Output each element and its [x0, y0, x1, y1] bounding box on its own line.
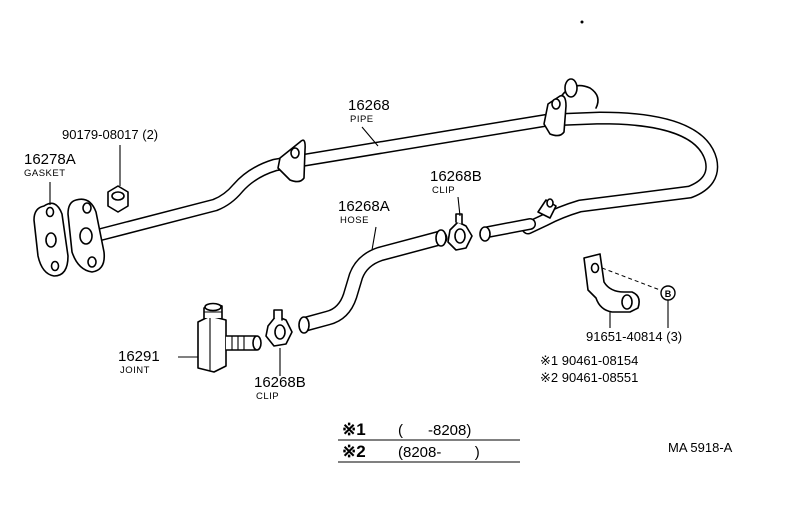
pipe-caption: PIPE [350, 114, 374, 125]
gasket-caption: GASKET [24, 168, 66, 179]
clip-upper-number: 16268B [430, 168, 482, 185]
gasket-number: 16278A [24, 151, 76, 168]
legend-row2-range: (8208- ) [398, 444, 480, 461]
bolt-2-number: ※2 90461-08551 [540, 370, 638, 385]
clip-lower-caption: CLIP [256, 391, 279, 402]
legend-row2-mark: ※2 [342, 442, 366, 461]
figure-id: MA 5918-A [668, 440, 733, 455]
clip-lower-number: 16268B [254, 374, 306, 391]
clamp-drawing [583, 253, 676, 313]
hose-drawing [298, 229, 448, 334]
leader-lines [49, 126, 669, 376]
pipe-number: 16268 [348, 97, 390, 114]
legend-row1-mark: ※1 [342, 420, 366, 439]
pipe-drawing [67, 78, 719, 273]
bolt-1-number: ※1 90461-08154 [540, 353, 638, 368]
joint-drawing [197, 302, 262, 373]
clip-upper-drawing [447, 213, 473, 251]
clip-upper-caption: CLIP [432, 185, 455, 196]
bolt-marker-letter: B [665, 289, 672, 299]
nut-drawing [107, 185, 129, 213]
gasket-drawing [33, 202, 69, 277]
joint-caption: JOINT [120, 365, 150, 376]
joint-number: 16291 [118, 348, 160, 365]
hose-caption: HOSE [340, 215, 369, 226]
clamp-number: 91651-40814 (3) [586, 329, 682, 344]
nut-number: 90179-08017 (2) [62, 127, 158, 142]
hose-number: 16268A [338, 198, 390, 215]
legend-row1-range: ( -8208) [398, 422, 471, 439]
clip-lower-drawing [265, 309, 293, 347]
legend: ※1 ( -8208) ※2 (8208- ) [338, 420, 520, 463]
